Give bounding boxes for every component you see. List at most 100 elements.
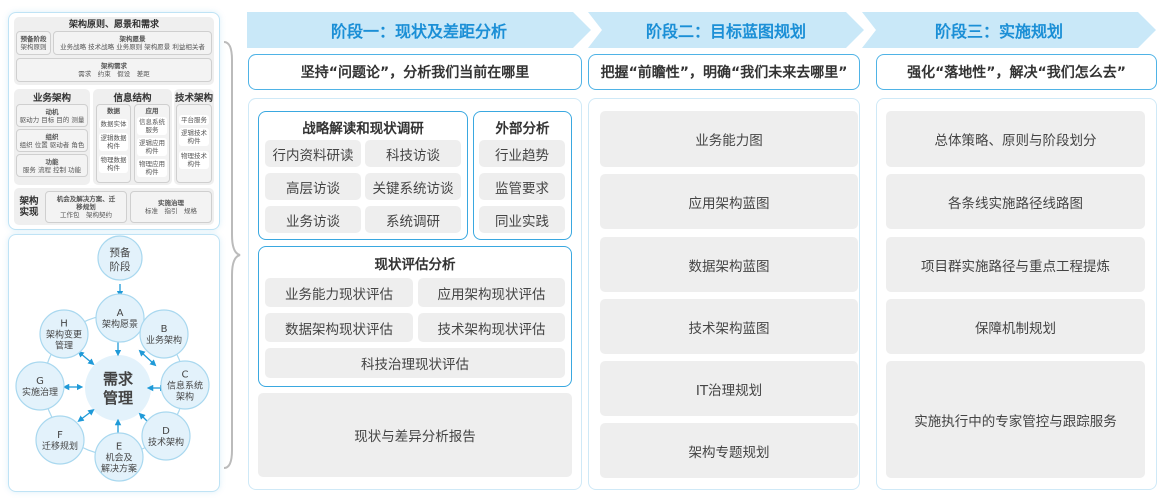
- strategy-title: 战略解读和现状调研: [302, 121, 424, 137]
- cycle-node-label: 机会及: [105, 452, 132, 464]
- assessment-item: 科技治理现状评估: [265, 348, 565, 378]
- cycle-node-label: 业务架构: [146, 334, 182, 346]
- data-item: 物理数据构件: [99, 155, 128, 173]
- cycle-node-label: 信息系统: [167, 380, 203, 392]
- prelim-title: 预备阶段: [20, 35, 47, 43]
- strategy-item: 科技访谈: [365, 140, 461, 167]
- stage-3-item: 总体策略、原则与阶段划分: [886, 111, 1145, 167]
- cycle-node-label: 实施治理: [22, 386, 58, 398]
- stage-2-item: 技术架构蓝图: [600, 299, 858, 354]
- center-circle: [85, 355, 151, 421]
- stage-1-subtitle: 坚持“问题论”，分析我们当前在哪里: [248, 54, 582, 90]
- cycle-node-label: 技术架构: [148, 436, 184, 448]
- prelim-text: 架构原则: [20, 43, 47, 51]
- prelim-line-2: 阶段: [110, 260, 131, 273]
- stage-3-item: 各条线实施路径线路图: [886, 174, 1145, 229]
- information-title: 信息结构: [113, 93, 152, 104]
- gap-report: 现状与差异分析报告: [258, 393, 572, 477]
- cycle-node-circle: [39, 309, 89, 359]
- cycle-node-label: 管理: [55, 340, 73, 352]
- stage-2-title: 阶段二：目标蓝图规划: [645, 22, 806, 41]
- stage-1-subtitle-text: 坚持“问题论”，分析我们当前在哪里: [300, 65, 530, 81]
- cycle-node-circle: [141, 411, 191, 461]
- stage-2-item: 业务能力图: [600, 111, 858, 167]
- strategy-item: 系统调研: [365, 206, 461, 233]
- vision-title: 架构愿景: [119, 35, 146, 43]
- application-column: 应用 信息系统服务 逻辑应用构件 物理应用构件: [134, 104, 170, 183]
- cycle-node-letter: C: [182, 370, 189, 381]
- stage-3-header: 阶段三：实施规划: [862, 12, 1156, 48]
- technology-item: 物理技术构件: [179, 151, 209, 169]
- external-item: 同业实践: [479, 206, 565, 233]
- cycle-node-letter: B: [161, 324, 168, 335]
- stage-2-item: 架构专题规划: [600, 423, 858, 478]
- business-organization: 组织组织 位置 驱动者 角色: [16, 129, 88, 152]
- cycle-node-circle: [35, 415, 85, 465]
- external-item: 监管要求: [479, 173, 565, 200]
- requirements-text: 需求 约束 假设 差距: [78, 70, 150, 78]
- cycle-node-circle: [139, 309, 189, 359]
- cycle-node-label: 架构: [176, 391, 194, 403]
- motivation-title: 动机: [45, 107, 59, 116]
- cycle-node-circle: [160, 360, 210, 410]
- application-title: 应用: [145, 107, 159, 115]
- data-item: 逻辑数据构件: [99, 133, 128, 151]
- cycle-node-circle: [15, 361, 65, 411]
- technology-item: 逻辑技术构件: [179, 128, 209, 146]
- business-title: 业务架构: [32, 93, 71, 104]
- data-column: 数据 数据实体 逻辑数据构件 物理数据构件: [96, 104, 131, 183]
- stage-2-subtitle-text: 把握“前瞻性”，明确“我们未来去哪里”: [600, 65, 848, 81]
- cycle-node-circle: [95, 293, 145, 343]
- technology-column: 平台服务 逻辑技术构件 物理技术构件: [176, 104, 212, 183]
- data-item: 数据实体: [99, 119, 128, 129]
- stage-2-item: 数据架构蓝图: [600, 237, 858, 292]
- stage-2-header: 阶段二：目标蓝图规划: [588, 12, 864, 48]
- business-motivation: 动机驱动力 目标 目的 测量: [16, 104, 88, 127]
- cycle-node-letter: D: [162, 426, 170, 437]
- cycle-node-label: 解决方案: [101, 463, 137, 475]
- stage-3-item: 项目群实施路径与重点工程提炼: [886, 237, 1145, 292]
- governance-box: 实施治理标准 指引 规格: [130, 191, 212, 223]
- principles-title: 架构原则、愿景和需求: [68, 20, 159, 30]
- stage-3-subtitle-text: 强化“落地性”，解决“我们怎么去”: [907, 65, 1126, 81]
- technology-title: 技术架构: [174, 93, 213, 104]
- realization-title: 架构实现: [16, 190, 42, 223]
- stage-3-subtitle: 强化“落地性”，解决“我们怎么去”: [876, 54, 1157, 90]
- strategy-item: 高层访谈: [265, 173, 361, 200]
- stage-2-subtitle: 把握“前瞻性”，明确“我们未来去哪里”: [588, 54, 860, 90]
- stage-3-item: 实施执行中的专家管控与跟踪服务: [886, 361, 1145, 478]
- assessment-item: 应用架构现状评估: [418, 278, 565, 307]
- assessment-title: 现状评估分析: [374, 257, 456, 273]
- prelim-box: 预备阶段架构原则: [16, 31, 51, 55]
- organization-text: 组织 位置 驱动者 角色: [19, 140, 85, 149]
- stage-3-title: 阶段三：实施规划: [934, 22, 1063, 41]
- organization-title: 组织: [45, 132, 59, 141]
- cycle-node-label: 架构愿景: [102, 318, 138, 330]
- assessment-item: 数据架构现状评估: [265, 313, 413, 342]
- requirements-title: 架构需求: [101, 62, 127, 70]
- center-line-1: 需求: [103, 370, 134, 388]
- application-item: 物理应用构件: [137, 159, 167, 177]
- strategy-item: 关键系统访谈: [365, 173, 461, 200]
- center-line-2: 管理: [103, 389, 133, 407]
- stage-3-item: 保障机制规划: [886, 299, 1145, 354]
- application-item: 信息系统服务: [137, 117, 167, 135]
- stage-2-item: 应用架构蓝图: [600, 174, 858, 229]
- cycle-node-circle: [94, 432, 144, 482]
- cycle-node-letter: H: [60, 319, 68, 330]
- cycle-node-letter: E: [116, 442, 122, 453]
- cycle-node-label: 架构变更: [46, 329, 82, 341]
- cycle-node-label: 迁移规划: [42, 440, 78, 452]
- function-text: 服务 流程 控制 功能: [22, 165, 82, 174]
- assessment-item: 业务能力现状评估: [265, 278, 413, 307]
- assessment-item: 技术架构现状评估: [418, 313, 565, 342]
- vision-box: 架构愿景业务战略 技术战略 业务原则 架构愿景 利益相关者: [53, 31, 212, 55]
